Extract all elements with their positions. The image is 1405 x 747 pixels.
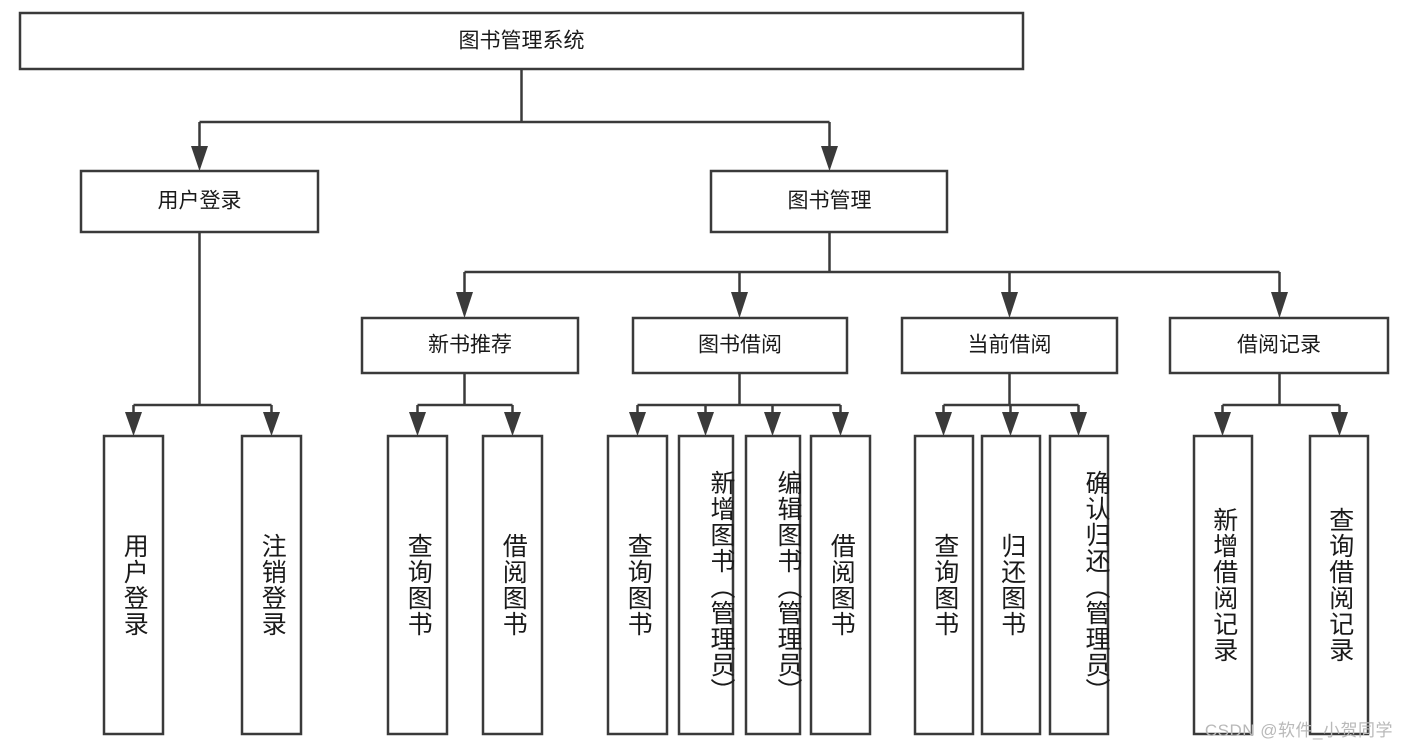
arrowhead-book-borrow <box>731 292 748 318</box>
node-box-leaf-rec-borrow-book[interactable] <box>481 434 544 736</box>
arrowhead-cb-return-book <box>1002 412 1019 436</box>
node-box-book-borrow[interactable] <box>631 316 849 375</box>
arrowhead-cb-confirm-return <box>1070 412 1087 436</box>
node-box-leaf-bb-query-book[interactable] <box>606 434 669 736</box>
arrowhead-new-book-rec <box>456 292 473 318</box>
node-box-borrow-record[interactable] <box>1168 316 1390 375</box>
arrowhead-leaf-user-login <box>125 412 142 436</box>
node-box-leaf-bb-add-book[interactable] <box>677 434 735 736</box>
node-box-root[interactable] <box>18 11 1025 71</box>
arrowhead-current-borrow <box>1001 292 1018 318</box>
csdn-watermark: CSDN @软件_小贺同学 <box>1204 721 1393 740</box>
node-label-book-manage: 图书管理 <box>788 190 872 213</box>
arrowhead-bb-query-book <box>629 412 646 436</box>
arrowhead-user-login <box>191 146 208 171</box>
node-box-leaf-logout[interactable] <box>240 434 303 736</box>
arrowhead-br-query-record <box>1331 412 1348 436</box>
node-box-leaf-cb-return-book[interactable] <box>980 434 1042 736</box>
arrowhead-bb-add-book <box>697 412 714 436</box>
node-label-current-borrow: 当前借阅 <box>968 334 1052 357</box>
node-box-leaf-user-login[interactable] <box>102 434 165 736</box>
node-label-borrow-record: 借阅记录 <box>1237 334 1321 357</box>
node-box-book-manage[interactable] <box>709 169 949 234</box>
node-box-user-login[interactable] <box>79 169 320 234</box>
connector-layer <box>125 69 1348 436</box>
node-box-leaf-cb-query-book[interactable] <box>913 434 975 736</box>
node-label-book-borrow: 图书借阅 <box>698 334 782 357</box>
node-label-user-login: 用户登录 <box>158 190 242 213</box>
arrowhead-bb-borrow-book <box>832 412 849 436</box>
node-box-new-book-rec[interactable] <box>360 316 580 375</box>
node-box-current-borrow[interactable] <box>900 316 1119 375</box>
node-box-leaf-rec-query-book[interactable] <box>386 434 449 736</box>
node-label-new-book-rec: 新书推荐 <box>428 334 512 357</box>
arrowhead-cb-query-book <box>935 412 952 436</box>
arrowhead-br-add-record <box>1214 412 1231 436</box>
node-label-layer: 图书管理系统 用户登录 图书管理 新书推荐 图书借阅 当前借阅 借阅记录 <box>158 30 1322 357</box>
node-label-root: 图书管理系统 <box>459 30 585 53</box>
node-box-leaf-bb-edit-book[interactable] <box>744 434 802 736</box>
arrowhead-rec-query-book <box>409 412 426 436</box>
node-box-leaf-cb-confirm-return[interactable] <box>1048 434 1110 736</box>
node-box-leaf-bb-borrow-book[interactable] <box>809 434 872 736</box>
arrowhead-leaf-logout <box>263 412 280 436</box>
arrowhead-rec-borrow-book <box>504 412 521 436</box>
node-box-leaf-br-add-record[interactable] <box>1192 434 1254 736</box>
arrowhead-book-manage <box>821 146 838 171</box>
arrowhead-bb-edit-book <box>764 412 781 436</box>
arrowhead-borrow-record <box>1271 292 1288 318</box>
node-box-leaf-br-query-record[interactable] <box>1308 434 1370 736</box>
node-box-layer <box>18 11 1390 736</box>
